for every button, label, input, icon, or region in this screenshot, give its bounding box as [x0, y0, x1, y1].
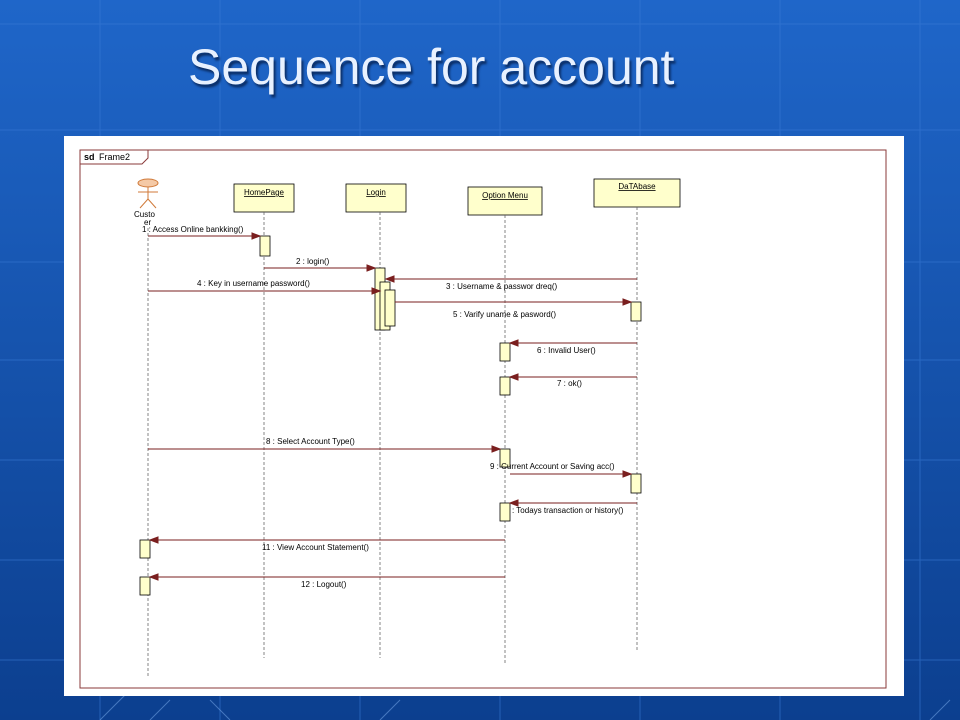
arrowhead [148, 536, 159, 544]
message-label-6: 6 : Invalid User() [537, 346, 596, 355]
activation-bar [499, 448, 511, 468]
activation-bar [499, 342, 511, 362]
actor-label-line2: er [144, 218, 151, 227]
activation-bar [499, 376, 511, 396]
activation-bar [139, 576, 151, 596]
activation-bar [384, 289, 396, 327]
frame-border [79, 149, 887, 689]
arrowhead [508, 499, 519, 507]
lifeline-label-option-menu: Option Menu [482, 191, 528, 200]
lifeline-label-homepage: HomePage [244, 188, 285, 197]
message-label-5: 5 : Varify uname & pasword() [453, 310, 556, 319]
arrowhead [491, 445, 502, 453]
arrowhead [622, 470, 633, 478]
activation-bar [630, 473, 642, 494]
stick-figure-actor-icon [137, 178, 159, 209]
message-label-4: 4 : Key in username password() [197, 279, 310, 288]
arrowhead [508, 373, 519, 381]
lifeline-label-login: Login [366, 188, 386, 197]
frame-name: Frame2 [99, 152, 130, 162]
message-label-12: 12 : Logout() [301, 580, 347, 589]
arrowhead [371, 287, 382, 295]
actor-label-line1: Custo [134, 210, 155, 219]
message-label-2: 2 : login() [296, 257, 330, 266]
activation-bar [259, 235, 271, 257]
lifeline-label-database: DaTAbase [618, 182, 656, 191]
sequence-diagram: sd Frame2 Custo er HomePage Login Option… [79, 149, 887, 689]
arrowhead [508, 339, 519, 347]
message-label-11: 11 : View Account Statement() [262, 543, 369, 552]
lifeline-homepage: HomePage [233, 183, 295, 213]
arrowhead [148, 573, 159, 581]
arrowhead [622, 298, 633, 306]
lifeline-login: Login [345, 183, 407, 213]
lifeline-database: DaTAbase [593, 178, 681, 208]
arrowhead [251, 232, 262, 240]
message-label-1: 1 : Access Online bankking() [142, 225, 244, 234]
message-label-7: 7 : ok() [557, 379, 582, 388]
activation-bar [139, 539, 151, 559]
frame-prefix: sd [84, 152, 95, 162]
activation-bar [499, 502, 511, 522]
sequence-diagram-panel: sd Frame2 Custo er HomePage Login Option… [64, 136, 904, 696]
lifeline-option-menu: Option Menu [467, 186, 543, 216]
slide-title: Sequence for account [188, 39, 675, 95]
arrowhead [366, 264, 377, 272]
message-label-10: : Todays transaction or history() [512, 506, 624, 515]
message-label-9: 9 : Current Account or Saving acc() [490, 462, 615, 471]
frame-label-tab [79, 149, 149, 165]
message-label-8: 8 : Select Account Type() [266, 437, 355, 446]
arrowhead [384, 275, 395, 283]
activation-bar [630, 301, 642, 322]
message-label-3: 3 : Username & passwor dreq() [446, 282, 557, 291]
